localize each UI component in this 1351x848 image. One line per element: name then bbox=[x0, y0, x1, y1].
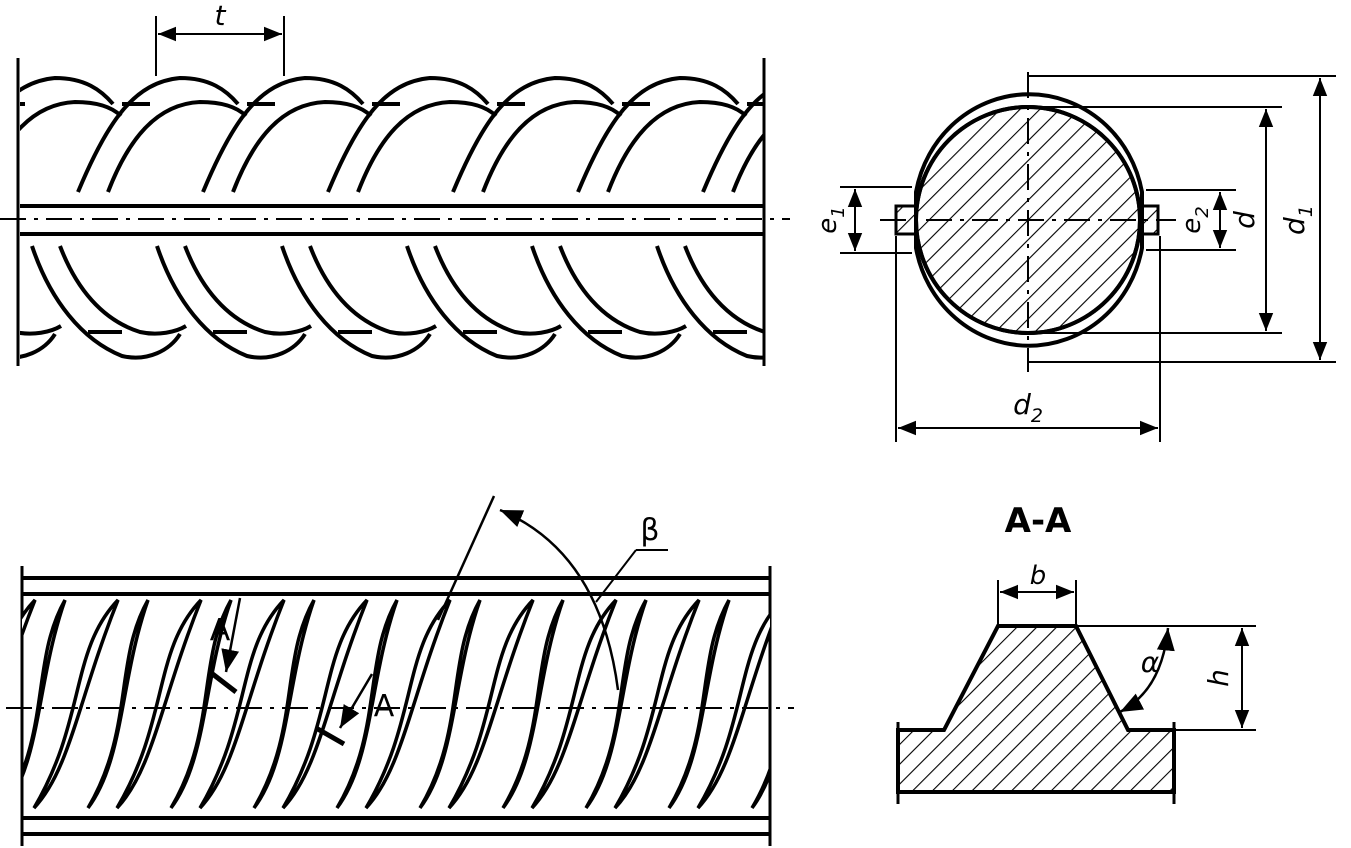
svg-text:d1: d1 bbox=[1278, 205, 1317, 235]
crescent-rib bbox=[530, 598, 618, 810]
section-tick-2 bbox=[314, 725, 346, 747]
pitch-label: t bbox=[215, 0, 227, 32]
lower-rib bbox=[30, 245, 182, 360]
alpha-label: α bbox=[1141, 646, 1160, 679]
rib-profile bbox=[896, 624, 1176, 794]
crescent-rib bbox=[584, 599, 648, 810]
upper-rib bbox=[326, 75, 490, 193]
section-mark-2: A bbox=[374, 689, 395, 724]
side-view-bottom: A A β bbox=[6, 495, 895, 846]
lower-rib-inner bbox=[183, 245, 313, 336]
upper-rib bbox=[201, 75, 365, 193]
svg-text:e1: e1 bbox=[813, 206, 849, 233]
d-label: d bbox=[1228, 211, 1261, 229]
upper-rib-inner bbox=[606, 99, 748, 193]
section-mark-1: A bbox=[210, 613, 231, 648]
crescent-rib-group bbox=[22, 598, 895, 810]
svg-text:d: d bbox=[1228, 211, 1261, 229]
lower-rib-inner bbox=[20, 324, 63, 336]
h-label: h bbox=[1202, 669, 1235, 687]
upper-rib bbox=[20, 75, 115, 106]
lower-rib-inner bbox=[558, 245, 688, 336]
lower-rib bbox=[20, 332, 57, 359]
lower-rib-inner bbox=[58, 245, 188, 336]
crescent-rib bbox=[447, 598, 535, 810]
crescent-rib bbox=[613, 598, 701, 810]
crescent-rib bbox=[781, 600, 865, 808]
lower-rib-inner bbox=[308, 245, 438, 336]
lower-rib bbox=[280, 245, 432, 360]
upper-rib-inner bbox=[20, 99, 123, 132]
e2-label: e2 bbox=[1177, 206, 1213, 233]
section-arrow-1 bbox=[221, 597, 242, 673]
svg-text:e2: e2 bbox=[1177, 206, 1213, 233]
section-tick-1 bbox=[208, 670, 238, 694]
upper-rib bbox=[76, 75, 240, 193]
beta-arc bbox=[499, 508, 620, 691]
upper-rib-inner bbox=[731, 132, 764, 193]
upper-rib-inner bbox=[356, 99, 498, 193]
crescent-rib bbox=[501, 599, 565, 810]
upper-rib-inner bbox=[231, 99, 373, 193]
lower-rib bbox=[782, 246, 930, 358]
upper-rib-inner bbox=[481, 99, 623, 193]
lower-rib bbox=[155, 245, 307, 360]
lower-rib-inner bbox=[433, 245, 563, 336]
lower-rib-inner bbox=[683, 245, 764, 334]
crescent-rib bbox=[86, 599, 150, 810]
crescent-rib bbox=[281, 598, 369, 810]
upper-rib bbox=[451, 75, 615, 193]
crescent-rib bbox=[667, 599, 731, 810]
crescent-rib bbox=[22, 599, 67, 781]
crescent-rib bbox=[418, 599, 482, 810]
h-label-wrap: h bbox=[1202, 669, 1235, 687]
lower-rib bbox=[405, 245, 557, 360]
crescent-rib bbox=[198, 598, 286, 810]
beta-leader bbox=[595, 549, 637, 603]
crescent-rib bbox=[335, 599, 399, 810]
crescent-rib bbox=[835, 600, 895, 808]
section-arrow-2 bbox=[338, 673, 374, 729]
lower-rib bbox=[530, 245, 682, 360]
beta-label: β bbox=[640, 513, 659, 548]
top-rib-group bbox=[20, 75, 930, 360]
alpha-arc bbox=[1119, 627, 1175, 714]
crescent-rib bbox=[750, 764, 770, 810]
crescent-rib bbox=[252, 599, 316, 810]
b-label: b bbox=[1030, 561, 1047, 591]
section-title: A-A bbox=[1005, 501, 1072, 541]
d1-label: d1 bbox=[1278, 205, 1317, 235]
crescent-rib bbox=[696, 611, 770, 810]
crescent-rib bbox=[364, 598, 452, 810]
lower-rib bbox=[655, 245, 764, 360]
upper-rib bbox=[701, 91, 764, 193]
d2-label: d2 bbox=[1013, 388, 1043, 427]
e1-label: e1 bbox=[813, 206, 849, 233]
crescent-rib bbox=[32, 598, 120, 810]
crescent-rib bbox=[115, 598, 203, 810]
rib-section: A-A b h α bbox=[896, 501, 1256, 804]
beta-reference-line bbox=[436, 495, 496, 621]
upper-rib-inner bbox=[106, 99, 248, 193]
crescent-rib bbox=[22, 598, 37, 640]
upper-rib bbox=[576, 75, 740, 193]
cross-section: e1 e2 d d1 d2 bbox=[813, 72, 1336, 442]
side-view-top: t bbox=[0, 0, 930, 366]
